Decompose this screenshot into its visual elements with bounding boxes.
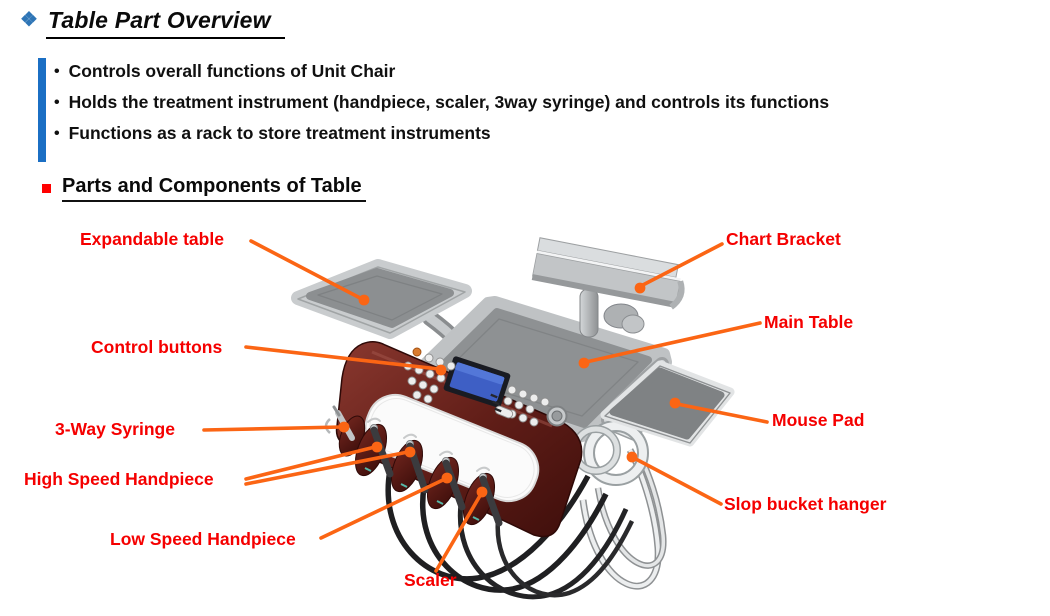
intro-block: • Controls overall functions of Unit Cha… [38,56,829,162]
intro-item: • Functions as a rack to store treatment… [54,118,829,149]
intro-item: • Holds the treatment instrument (handpi… [54,87,829,118]
main-table-surface [411,296,672,443]
label-expandable-table: Expandable table [80,229,224,249]
section-row: Parts and Components of Table [42,175,366,202]
leader-lines [202,239,769,573]
expandable-table-tray [291,259,472,339]
label-mouse-pad: Mouse Pad [772,410,865,430]
label-slop-bucket-hanger: Slop bucket hanger [724,494,887,514]
label-low-speed-handpiece: Low Speed Handpiece [110,529,296,549]
mouse-pad-tray [600,360,735,447]
intro-item-text: Functions as a rack to store treatment i… [68,123,491,143]
intro-item: • Controls overall functions of Unit Cha… [54,56,829,87]
bullet-icon: • [54,125,60,142]
label-high-speed-handpiece: High Speed Handpiece [24,469,214,489]
accent-bar [38,58,46,162]
title-diamond-icon: ❖ [20,9,38,31]
label-scaler: Scaler [404,570,457,590]
label-main-table: Main Table [764,312,854,332]
title-row: ❖ Table Part Overview [20,7,285,39]
control-buttons-cluster [403,347,568,427]
label-three-way-syringe: 3-Way Syringe [55,419,175,439]
intro-item-text: Controls overall functions of Unit Chair [68,61,396,81]
gray-hoses [579,448,667,590]
label-chart-bracket: Chart Bracket [726,229,841,249]
bullet-icon: • [54,94,60,111]
chart-bracket-rail [531,237,685,310]
bullet-icon: • [54,63,60,80]
section-title: Parts and Components of Table [62,175,366,202]
control-panel-screen [443,356,511,408]
intro-list: • Controls overall functions of Unit Cha… [54,56,829,149]
section-square-icon [42,184,51,193]
page-title: Table Part Overview [45,7,285,39]
intro-item-text: Holds the treatment instrument (handpiec… [68,92,830,112]
chart-bracket-post [579,288,645,338]
label-control-buttons: Control buttons [91,337,223,357]
